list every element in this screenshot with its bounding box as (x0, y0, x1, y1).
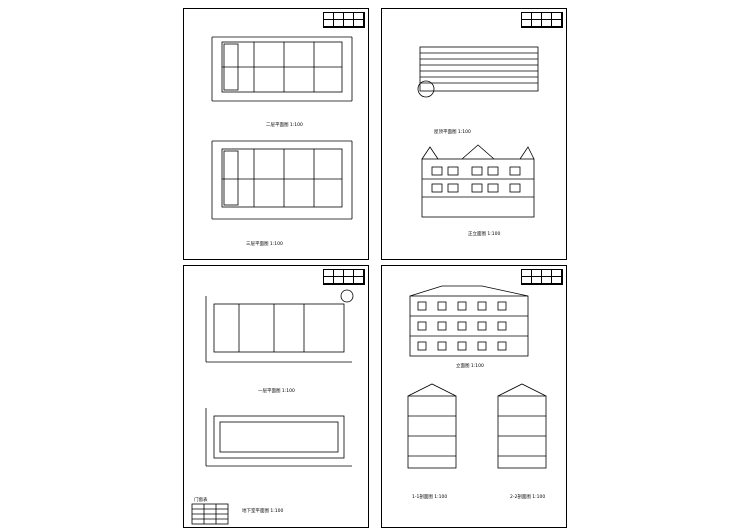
roof-elevation-drawing (417, 46, 539, 218)
caption-section-1-1: 1-1剖面图 1:100 (412, 495, 448, 500)
sheet-roof-and-elevation: 屋顶平面图 1:100 正立面图 1:100 (381, 8, 567, 260)
sheet-floor-plans-upper: 二层平面图 1:100 三层平面图 1:100 (183, 8, 369, 260)
caption-ground-plan: 一层平面图 1:100 (258, 389, 295, 394)
title-block (521, 12, 563, 28)
title-block (521, 269, 563, 285)
caption-roof-plan: 屋顶平面图 1:100 (434, 130, 471, 135)
plans-drawing (211, 36, 353, 220)
caption-front-elevation: 正立面图 1:100 (468, 232, 501, 237)
caption-basement-plan: 地下室平面图 1:100 (242, 509, 284, 514)
sheet-ground-and-basement: 一层平面图 1:100 地下室平面图 1:100 门窗表 (183, 265, 369, 528)
caption-side-elevation: 立面图 1:100 (456, 364, 484, 369)
caption-plan-3: 三层平面图 1:100 (246, 242, 283, 247)
caption-plan-2: 二层平面图 1:100 (266, 123, 303, 128)
title-block (323, 12, 365, 28)
caption-section-2-2: 2-2剖面图 1:100 (510, 495, 546, 500)
elevation-sections-drawing (407, 285, 547, 469)
title-block (323, 269, 365, 285)
legend-title: 门窗表 (194, 498, 208, 503)
sheet-elevation-and-sections: 立面图 1:100 1-1剖面图 1:100 2-2剖面图 1:100 (381, 265, 567, 528)
ground-basement-drawing (191, 289, 354, 525)
